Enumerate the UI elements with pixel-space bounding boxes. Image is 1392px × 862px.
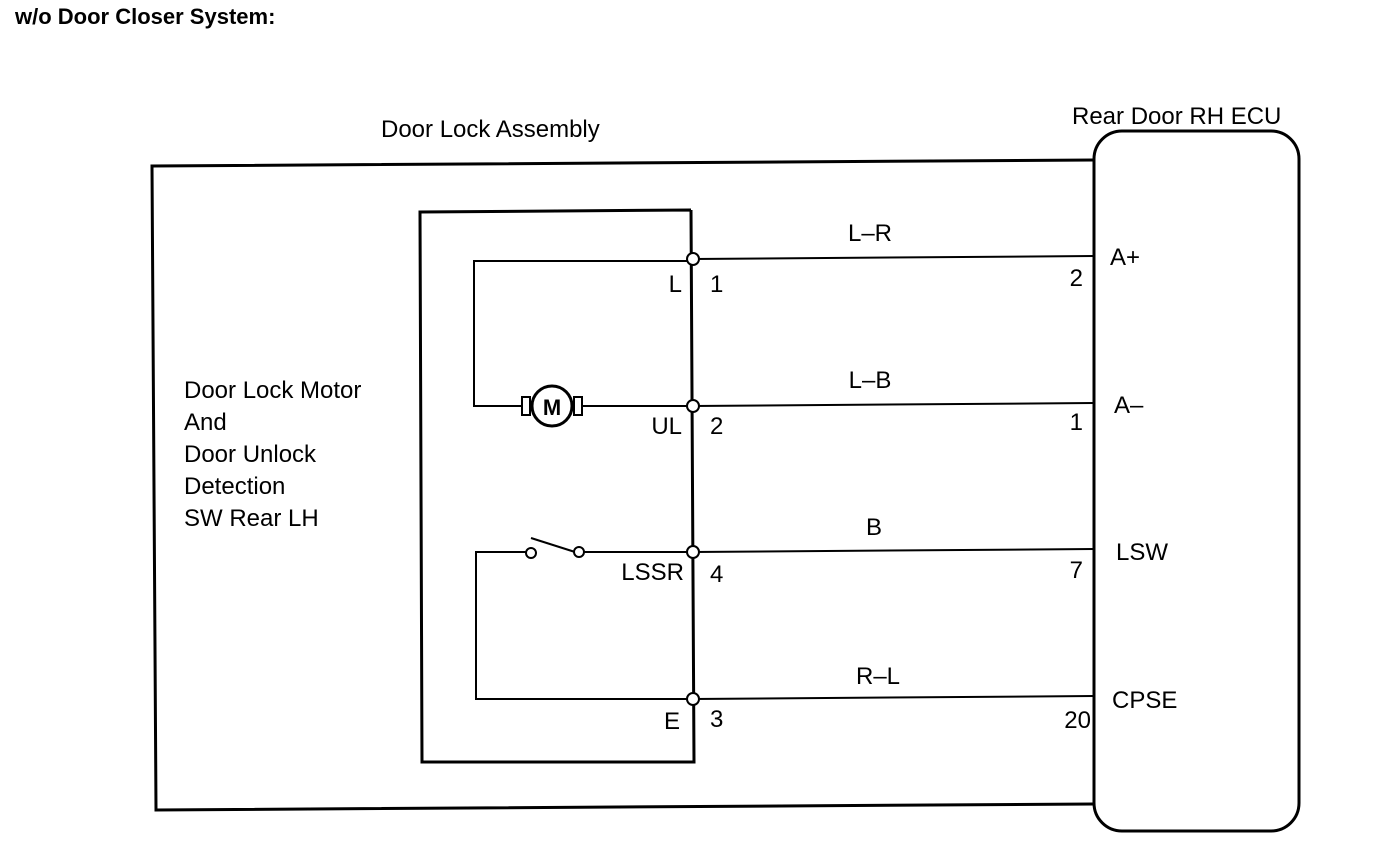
connector-pin-icon	[686, 545, 700, 559]
connector-pin-icon	[686, 252, 700, 266]
component-line-1: Door Lock Motor	[184, 377, 361, 404]
ecu-box	[1092, 129, 1301, 833]
component-line-3: Door Unlock	[184, 441, 317, 468]
motor-icon	[530, 384, 574, 428]
component-description: Door Lock Motor And Door Unlock Detectio…	[184, 377, 361, 532]
switch-circuit	[475, 537, 692, 700]
connection-row: UL 2 L–B 1 A–	[651, 367, 1144, 440]
harness-wires	[692, 255, 1095, 700]
component-line-4: Detection	[184, 473, 285, 500]
assembly-pin-number: 1	[710, 271, 723, 298]
wire-color-label: R–L	[856, 663, 900, 690]
ecu-pin-number: 2	[1070, 265, 1083, 292]
door-lock-assembly-box	[150, 158, 1095, 812]
assembly-pin-number: 4	[710, 561, 723, 588]
assembly-terminal-label: E	[664, 708, 680, 735]
component-box	[418, 208, 696, 764]
assembly-pin-number: 3	[710, 706, 723, 733]
wire-color-label: B	[866, 514, 882, 541]
diagram-title: w/o Door Closer System:	[14, 4, 275, 29]
motor-circuit: M	[473, 260, 692, 428]
ecu-terminal-label: LSW	[1116, 539, 1168, 566]
switch-contact-icon	[573, 546, 585, 558]
ecu-label: Rear Door RH ECU	[1072, 103, 1281, 130]
ecu-terminal-label: A–	[1114, 392, 1144, 419]
switch-contact-icon	[525, 547, 537, 559]
motor-symbol: M	[543, 395, 561, 420]
connection-row: L 1 L–R 2 A+	[669, 220, 1140, 298]
ecu-terminal-label: CPSE	[1112, 687, 1177, 714]
ecu-pin-number: 20	[1064, 707, 1091, 734]
connector-pin-icon	[686, 399, 700, 413]
assembly-terminal-label: UL	[651, 413, 682, 440]
assembly-pin-number: 2	[710, 413, 723, 440]
connection-row: E 3 R–L 20 CPSE	[664, 663, 1177, 735]
door-lock-assembly-label: Door Lock Assembly	[381, 116, 600, 143]
component-line-5: SW Rear LH	[184, 505, 319, 532]
wire-color-label: L–R	[848, 220, 892, 247]
connection-row: LSSR 4 B 7 LSW	[621, 514, 1168, 588]
assembly-terminal-label: LSSR	[621, 559, 684, 586]
ecu-pin-number: 7	[1070, 557, 1083, 584]
wire-color-label: L–B	[849, 367, 892, 394]
component-line-2: And	[184, 409, 227, 436]
connector-pin-icon	[686, 692, 700, 706]
ecu-pin-number: 1	[1070, 409, 1083, 436]
assembly-terminal-label: L	[669, 271, 682, 298]
ecu-terminal-label: A+	[1110, 244, 1140, 271]
